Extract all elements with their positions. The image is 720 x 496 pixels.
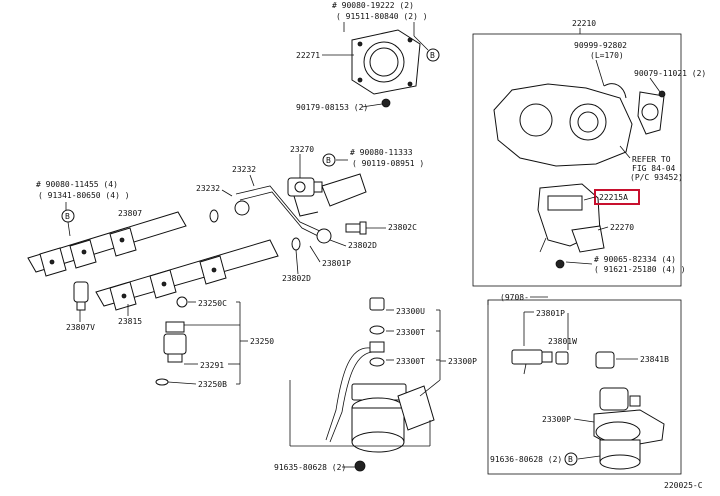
label-23801p-b: 23801P — [536, 309, 565, 318]
injector-23250 — [155, 296, 188, 386]
label-23801p: 23801P — [322, 259, 351, 268]
label-23802c: 23802C — [388, 223, 417, 232]
pump-inset — [487, 299, 682, 475]
label-90080-11333: # 90080-11333 — [350, 148, 413, 157]
label-91635-80628: 91635-80628 (2) — [274, 463, 346, 472]
svg-text:B: B — [65, 212, 70, 221]
label-91511-80840: ( 91511-80840 (2) ) — [336, 12, 428, 21]
label-23300p-a: 23300P — [448, 357, 477, 366]
svg-text:B: B — [568, 455, 573, 464]
label-23802d-a: 23802D — [348, 241, 377, 250]
throttle-body-inset — [472, 33, 682, 287]
label-refer-to: REFER TO — [632, 155, 671, 164]
label-23801w: 23801W — [548, 337, 577, 346]
bolt-marker-b: B — [426, 48, 440, 62]
label-pc: (P/C 93452) — [630, 173, 683, 182]
label-23250b: 23250B — [198, 380, 227, 389]
label-91636-80628: 91636-80628 (2) — [490, 455, 562, 464]
label-23250c: 23250C — [198, 299, 227, 308]
bolt-marker-b3: B — [61, 209, 75, 223]
bolt-marker-b4: B — [564, 452, 578, 466]
svg-text:B: B — [326, 156, 331, 165]
fuel-pump-23300p — [593, 387, 665, 470]
clip-23841b — [595, 351, 615, 369]
fuel-rail-23815 — [95, 239, 279, 311]
throttle-body-22210 — [493, 83, 666, 167]
label-23300t-a: 23300T — [396, 328, 425, 337]
label-90079-11021: 90079-11021 (2) — [634, 69, 706, 78]
svg-text:B: B — [430, 51, 435, 60]
label-23841b: 23841B — [640, 355, 669, 364]
label-90119-08951: ( 90119-08951 ) — [352, 159, 424, 168]
label-91341-80650: ( 91341-80650 (4) ) — [38, 191, 130, 200]
label-23815: 23815 — [118, 317, 142, 326]
fuel-hose — [293, 173, 367, 217]
label-90080-11455: # 90080-11455 (4) — [36, 180, 118, 189]
union-bolt-23802c — [345, 221, 367, 235]
label-9708: (9708- — [500, 293, 529, 302]
label-22271: 22271 — [296, 51, 320, 60]
label-fig: FIG 84-04 — [632, 164, 676, 173]
label-23807: 23807 — [118, 209, 142, 218]
pressure-regulator-23270 — [287, 177, 323, 197]
fuel-pump-assembly — [325, 297, 435, 472]
label-90179-08153: 90179-08153 (2) — [296, 103, 368, 112]
label-90065-82334: # 90065-82334 (4) — [594, 255, 676, 264]
label-22215a: 22215A — [599, 193, 628, 202]
label-22210: 22210 — [572, 19, 596, 28]
label-23270: 23270 — [290, 145, 314, 154]
label-23232-b: 23232 — [196, 184, 220, 193]
label-23807v: 23807V — [66, 323, 95, 332]
label-23250: 23250 — [250, 337, 274, 346]
label-22270: 22270 — [610, 223, 634, 232]
bolt-marker-b2: B — [322, 153, 336, 167]
sensor-22270 — [537, 183, 605, 253]
damper-23807v — [73, 281, 89, 311]
fuel-pipe-23232 — [209, 185, 332, 251]
label-23300u: 23300U — [396, 307, 425, 316]
label-23291: 23291 — [200, 361, 224, 370]
label-23802d-b: 23802D — [282, 274, 311, 283]
gasket-22271 — [351, 29, 421, 95]
fuel-rail-23807 — [27, 211, 187, 277]
label-90999-92802: 90999-92802 — [574, 41, 627, 50]
label-23232-a: 23232 — [232, 165, 256, 174]
label-91621-25180: ( 91621-25180 (4) ) — [594, 265, 686, 274]
label-23300t-b: 23300T — [396, 357, 425, 366]
diagram-id: 220025-C — [664, 481, 703, 490]
label-l170: (L=170) — [590, 51, 624, 60]
label-23300p-b: 23300P — [542, 415, 571, 424]
label-90080-19222: # 90080-19222 (2) — [332, 1, 414, 10]
fitting-23801p — [511, 349, 569, 375]
